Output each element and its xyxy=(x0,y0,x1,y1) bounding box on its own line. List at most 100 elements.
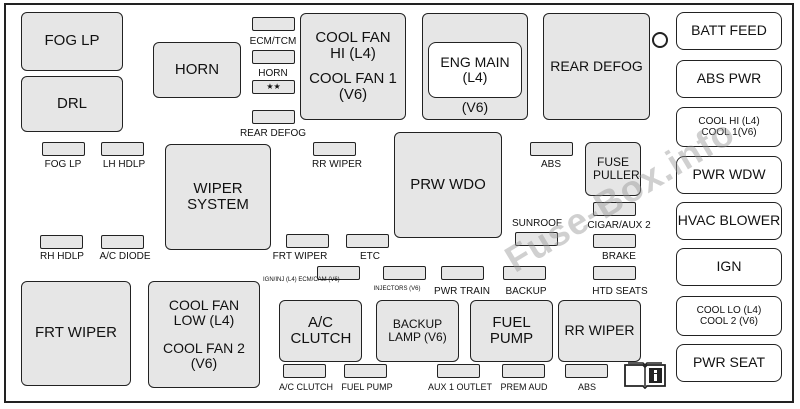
fuse-injectors xyxy=(383,266,426,280)
relay-horn-label: HORN xyxy=(174,60,220,78)
fuse-rh-hdlp xyxy=(40,235,83,249)
fuse-rh-hdlp-label: RH HDLP xyxy=(40,251,84,262)
maxi-batt-feed: BATT FEED xyxy=(676,12,782,50)
maxi-abs-pwr: ABS PWR xyxy=(676,60,782,98)
relay-prw-wdo-label: PRW WDO xyxy=(410,175,486,193)
fuse-sunroof xyxy=(515,232,558,246)
fuse-ign-inj-label: IGN/INJ (L4) ECM/CAM (V6) xyxy=(263,277,340,283)
fuse-ac-diode xyxy=(101,235,144,249)
fuse-spare xyxy=(252,50,295,64)
fuse-ac-clutch xyxy=(283,364,326,378)
fuse-etc-label: ETC xyxy=(360,251,380,262)
relay-rr-wiper-label: RR WIPER xyxy=(564,322,635,339)
maxi-pwr-seat: PWR SEAT xyxy=(676,344,782,382)
relay-prw-wdo: PRW WDO xyxy=(394,132,502,238)
maxi-cool-hi-1-label: COOL HI (L4) COOL 1(V6) xyxy=(698,116,760,138)
fuse-horn-stars: ★★ xyxy=(266,81,281,91)
relay-wiper-system: WIPER SYSTEM xyxy=(165,144,271,250)
maxi-batt-feed-label: BATT FEED xyxy=(691,22,767,39)
fuse-ecm-tcm-label: ECM/TCM xyxy=(249,36,297,47)
fuse-abs-2 xyxy=(565,364,608,378)
relay-eng-main-inner: ENG MAIN (L4) xyxy=(428,42,522,98)
fuse-rr-wiper xyxy=(313,142,356,156)
relay-rr-wiper: RR WIPER xyxy=(558,300,641,362)
relay-ac-clutch-label: A/C CLUTCH xyxy=(290,313,352,347)
fuse-puller[interactable]: FUSE PULLER xyxy=(585,142,641,196)
fuse-lh-hdlp xyxy=(101,142,144,156)
fuse-abs xyxy=(530,142,573,156)
fuse-brake xyxy=(593,234,636,248)
maxi-hvac-blower-label: HVAC BLOWER xyxy=(677,212,781,229)
maxi-cool-hi-1: COOL HI (L4) COOL 1(V6) xyxy=(676,107,782,147)
relay-rear-defog-label: REAR DEFOG xyxy=(550,57,643,74)
fuse-horn: ★★ xyxy=(252,80,295,94)
fuse-abs-label: ABS xyxy=(540,159,562,170)
fuse-sunroof-label: SUNROOF xyxy=(512,218,562,229)
fuse-puller-label: FUSE PULLER xyxy=(593,154,640,182)
fuse-htd-seats-label: HTD SEATS xyxy=(592,286,648,297)
fuse-brake-label: BRAKE xyxy=(602,251,636,262)
relay-rear-defog: REAR DEFOG xyxy=(543,13,650,120)
maxi-ign: IGN xyxy=(676,248,782,286)
fuse-prem-aud-label: PREM AUD xyxy=(500,382,548,392)
maxi-cool-lo-2: COOL LO (L4) COOL 2 (V6) xyxy=(676,296,782,336)
relay-eng-main: ENG MAIN (L4) (V6) xyxy=(422,13,528,120)
fuse-fuel-pump-label: FUEL PUMP xyxy=(341,382,393,392)
relay-ac-clutch: A/C CLUTCH xyxy=(279,300,362,362)
maxi-pwr-wdw-label: PWR WDW xyxy=(692,166,766,183)
fuse-ign-inj xyxy=(317,266,360,280)
fuse-ac-diode-label: A/C DIODE xyxy=(99,251,151,262)
manual-book-icon xyxy=(624,362,666,389)
fuse-injectors-label: INJECTORS (V6) xyxy=(373,286,421,292)
fuse-horn-label: HORN xyxy=(258,68,288,79)
relay-fuel-pump-label: FUEL PUMP xyxy=(489,313,534,347)
relay-fuel-pump: FUEL PUMP xyxy=(470,300,553,362)
fuse-rear-defog-label: REAR DEFOG xyxy=(239,128,307,139)
fuse-backup-label: BACKUP xyxy=(505,286,547,297)
relay-drl-label: DRL xyxy=(56,94,87,112)
fuse-box-outline xyxy=(4,3,794,403)
relay-drl: DRL xyxy=(21,76,123,132)
maxi-hvac-blower: HVAC BLOWER xyxy=(676,202,782,240)
relay-cool-fan-hi-label: COOL FAN HI (L4) xyxy=(315,28,391,62)
relay-eng-main-v6-label: (V6) xyxy=(461,99,489,115)
relay-wiper-system-label: WIPER SYSTEM xyxy=(187,179,249,213)
relay-eng-main-l4-label: ENG MAIN (L4) xyxy=(440,53,510,85)
relay-cool-fan-hi: COOL FAN HI (L4) COOL FAN 1 (V6) xyxy=(300,13,406,120)
fuse-pwr-train-label: PWR TRAIN xyxy=(434,286,490,297)
fuse-etc xyxy=(346,234,389,248)
fuse-aux1-outlet xyxy=(437,364,480,378)
fuse-rr-wiper-label: RR WIPER xyxy=(312,159,362,170)
fuse-fuel-pump xyxy=(344,364,387,378)
relay-backup-lamp-label: BACKUP LAMP (V6) xyxy=(388,316,447,344)
fuse-abs-2-label: ABS xyxy=(577,382,597,392)
relay-horn: HORN xyxy=(153,42,241,98)
fuse-cigar-aux2-label: CIGAR/AUX 2 xyxy=(587,220,651,231)
maxi-pwr-wdw: PWR WDW xyxy=(676,156,782,194)
fuse-fog-lp-label: FOG LP xyxy=(44,159,82,170)
relay-fog-lp: FOG LP xyxy=(21,12,123,71)
fuse-backup xyxy=(503,266,546,280)
relay-backup-lamp: BACKUP LAMP (V6) xyxy=(376,300,459,362)
fuse-frt-wiper xyxy=(286,234,329,248)
relay-frt-wiper: FRT WIPER xyxy=(21,281,131,386)
fuse-ac-clutch-label: A/C CLUTCH xyxy=(278,382,334,392)
fuse-htd-seats xyxy=(593,266,636,280)
relay-fog-lp-label: FOG LP xyxy=(44,32,100,50)
fuse-fog-lp xyxy=(42,142,85,156)
relay-cool-fan-2-label: COOL FAN 2 (V6) xyxy=(163,339,245,371)
fuse-lh-hdlp-label: LH HDLP xyxy=(102,159,146,170)
maxi-ign-label: IGN xyxy=(716,258,742,275)
fuse-frt-wiper-label: FRT WIPER xyxy=(272,251,328,262)
relay-cool-fan-1-label: COOL FAN 1 (V6) xyxy=(309,69,397,103)
relay-cool-fan-low: COOL FAN LOW (L4) COOL FAN 2 (V6) xyxy=(148,281,260,388)
maxi-cool-lo-2-label: COOL LO (L4) COOL 2 (V6) xyxy=(696,305,762,327)
maxi-pwr-seat-label: PWR SEAT xyxy=(692,354,766,371)
bolt-terminal-icon xyxy=(652,32,668,48)
fuse-cigar-aux2 xyxy=(593,202,636,216)
relay-frt-wiper-label: FRT WIPER xyxy=(35,324,117,342)
fuse-rear-defog xyxy=(252,110,295,124)
fuse-pwr-train xyxy=(441,266,484,280)
fuse-aux1-outlet-label: AUX 1 OUTLET xyxy=(427,382,493,392)
